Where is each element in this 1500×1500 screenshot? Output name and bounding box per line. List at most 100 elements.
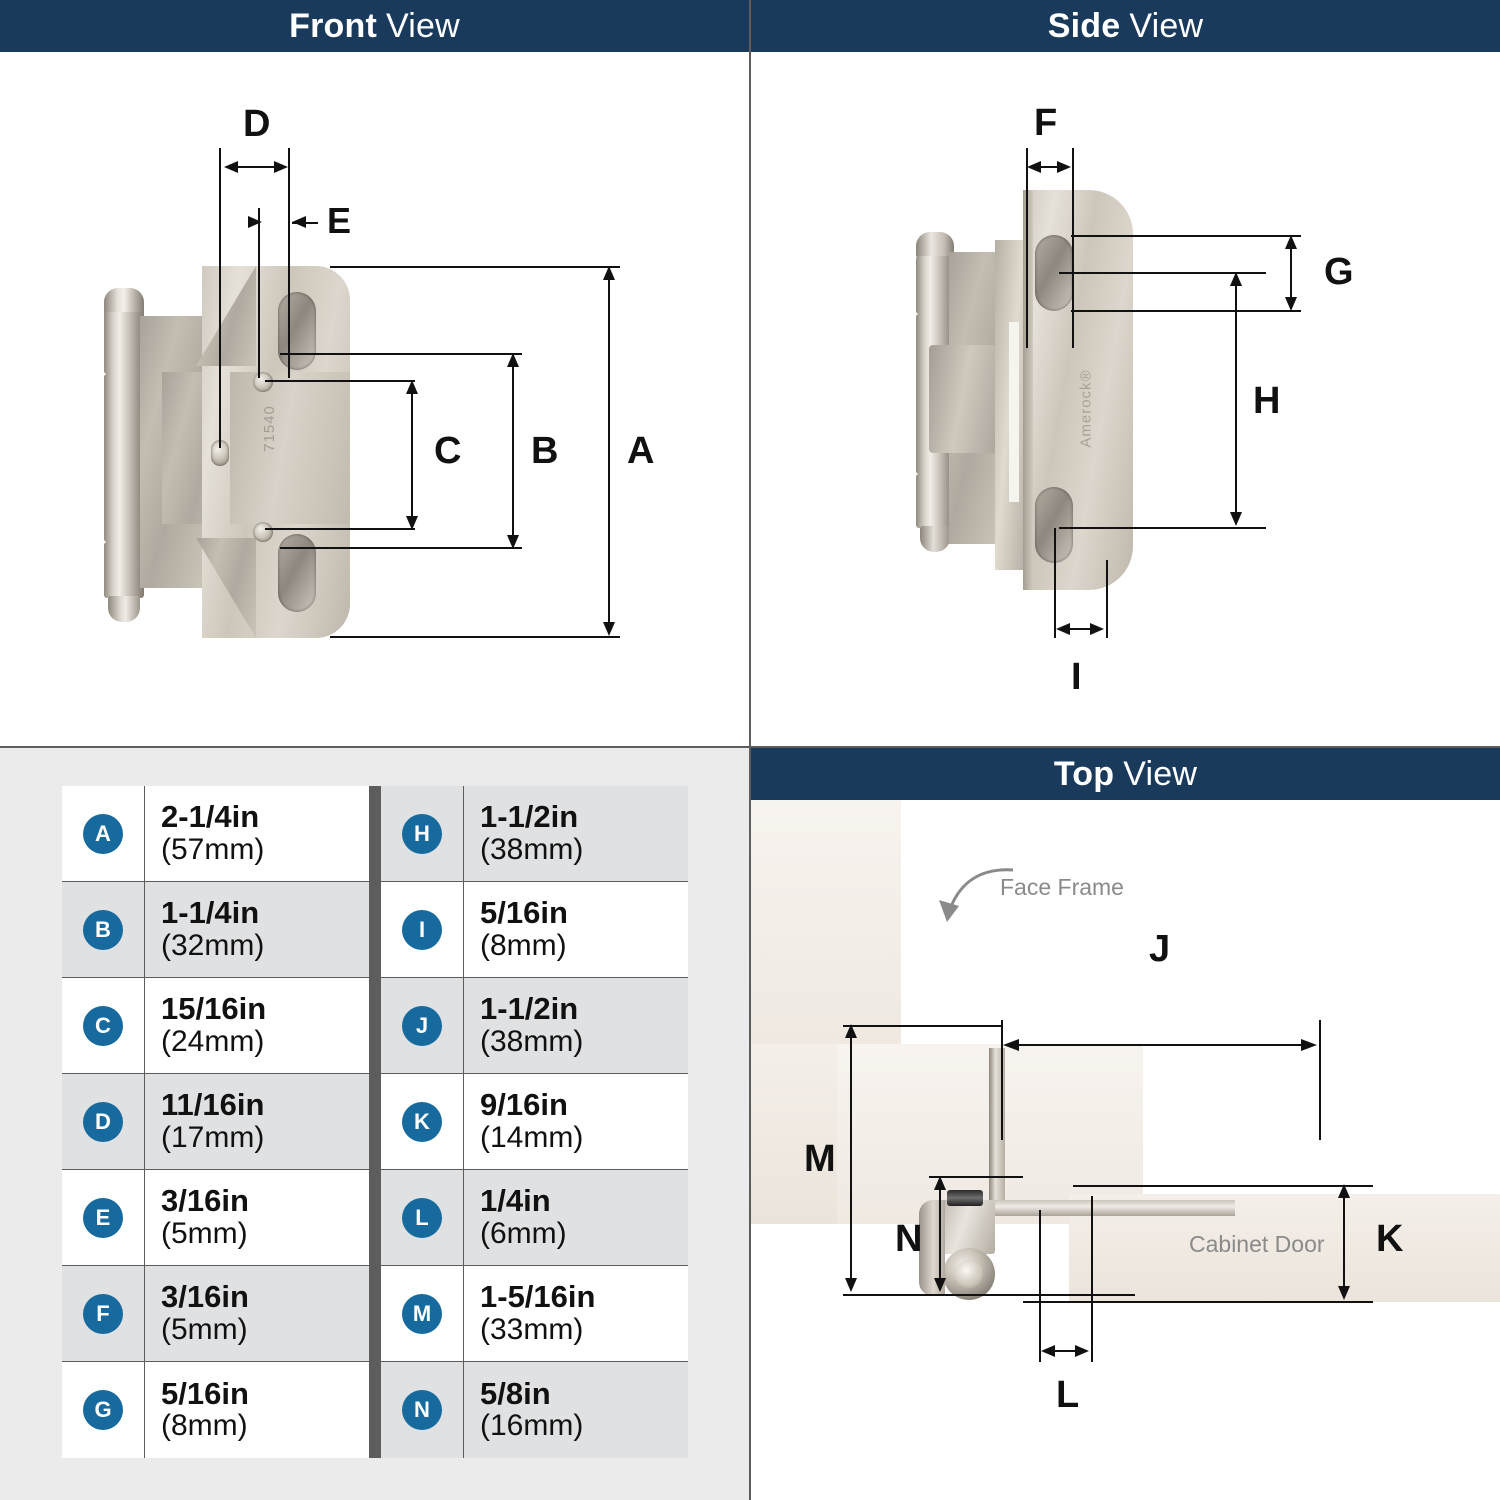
dim-label-G: G <box>1324 251 1354 293</box>
dim-F-line <box>1032 166 1066 168</box>
spec-value-cell: 9/16in(14mm) <box>464 1089 583 1154</box>
spec-value-cell: 1-1/2in(38mm) <box>464 801 583 866</box>
dim-F-arrows <box>1027 161 1071 173</box>
spec-value-inches: 1-5/16in <box>480 1279 596 1315</box>
hinge-screwhole-upper <box>253 372 273 392</box>
top-hinge-barrel-inner <box>955 1260 983 1288</box>
spec-badge-m: M <box>402 1293 442 1334</box>
spec-badge-cell: D <box>62 1074 145 1169</box>
dim-K-line <box>1343 1192 1345 1296</box>
spec-value-inches: 5/8in <box>480 1375 551 1411</box>
spec-value-inches: 15/16in <box>161 991 267 1027</box>
spec-value-inches: 5/16in <box>480 895 568 931</box>
dim-D-arrows <box>224 161 288 173</box>
spec-value-mm: (5mm) <box>161 1312 248 1346</box>
dim-N-arrows <box>934 1176 946 1292</box>
dim-I-ext-left <box>1054 528 1056 638</box>
dim-label-L: L <box>1056 1374 1080 1416</box>
panel-top-view: Top View Face Frame Cabinet Door <box>751 748 1500 1500</box>
spec-value-cell: 5/8in(16mm) <box>464 1378 583 1443</box>
dim-I-arrows <box>1056 623 1104 635</box>
hinge-barrel-upper <box>104 312 144 374</box>
spec-table-row: D 11/16in(17mm) <box>62 1074 369 1170</box>
spec-value-inches: 1/4in <box>480 1183 551 1219</box>
spec-badge-c: C <box>83 1005 123 1046</box>
side-connector-highlight <box>1009 322 1019 502</box>
spec-value-cell: 1-1/4in(32mm) <box>145 897 264 962</box>
dim-J-arrows <box>1003 1039 1317 1051</box>
spec-badge-cell: H <box>381 786 464 881</box>
dim-B-ext-bot <box>280 547 522 549</box>
spec-table-row: C 15/16in(24mm) <box>62 978 369 1074</box>
dim-H-ext-top <box>1059 272 1266 274</box>
spec-value-inches: 11/16in <box>161 1087 265 1123</box>
spec-badge-g: G <box>83 1390 123 1430</box>
dim-J-line <box>1011 1044 1311 1046</box>
side-barrel-lower <box>916 474 954 528</box>
spec-badge-cell: C <box>62 978 145 1073</box>
spec-value-cell: 5/16in(8mm) <box>145 1378 249 1443</box>
dim-label-M: M <box>804 1138 836 1180</box>
spec-badge-cell: I <box>381 882 464 977</box>
spec-badge-cell: F <box>62 1266 145 1361</box>
spec-value-mm: (17mm) <box>161 1120 265 1154</box>
dim-J-ext-right <box>1319 1020 1321 1140</box>
cabinet-side-panel <box>751 800 901 1044</box>
side-face-plate-edge <box>1023 190 1033 590</box>
side-view-title-bar: Side View <box>751 0 1500 52</box>
dim-I-ext-right <box>1106 560 1108 638</box>
spec-value-cell: 15/16in(24mm) <box>145 993 266 1058</box>
side-brand-etch: Amerock® <box>1077 369 1095 448</box>
hinge-part-number-etch: 71540 <box>260 405 278 452</box>
side-pin-bottom <box>920 526 950 552</box>
front-view-title-strong: Front <box>289 6 377 45</box>
side-view-title-strong: Side <box>1047 6 1121 45</box>
dim-M-ext-bot <box>843 1294 1135 1296</box>
dim-H-ext-bot <box>1059 527 1266 529</box>
dim-C-line <box>411 386 413 524</box>
dim-M-line <box>850 1032 852 1290</box>
dim-D-ext-left <box>219 148 221 448</box>
dim-L-ext-right <box>1091 1196 1093 1362</box>
horizontal-panel-divider <box>0 746 1500 748</box>
hinge-spring-tab <box>158 410 194 484</box>
spec-value-inches: 3/16in <box>161 1183 249 1219</box>
spec-badge-cell: G <box>62 1362 145 1458</box>
spec-badge-a: A <box>83 813 123 854</box>
spec-value-inches: 9/16in <box>480 1087 568 1123</box>
dim-E-ext-left <box>258 208 260 378</box>
dim-F-ext-left <box>1026 148 1028 348</box>
hinge-slot-upper <box>278 292 316 370</box>
dim-C-ext-top <box>265 380 415 382</box>
dim-I-line <box>1060 628 1100 630</box>
hinge-screwhole-lower <box>253 522 273 542</box>
dim-K-ext-bot <box>1023 1301 1373 1303</box>
dim-N-ext-top <box>929 1176 1023 1178</box>
cabinet-door-label: Cabinet Door <box>1189 1231 1325 1257</box>
spec-value-mm: (38mm) <box>480 1024 584 1058</box>
spec-value-cell: 5/16in(8mm) <box>464 897 568 962</box>
spec-value-inches: 1-1/4in <box>161 895 260 931</box>
dim-F-ext-right <box>1072 148 1074 348</box>
dim-label-A: A <box>627 430 655 472</box>
dim-L-line <box>1045 1350 1085 1352</box>
hinge-barrel-middle <box>104 374 144 542</box>
face-frame-leader-arrow <box>939 868 1014 922</box>
dim-label-C: C <box>434 430 462 472</box>
spec-value-mm: (24mm) <box>161 1024 265 1058</box>
spec-value-mm: (14mm) <box>480 1120 584 1154</box>
spec-value-inches: 1-1/2in <box>480 799 579 835</box>
dim-label-E: E <box>327 200 352 241</box>
dim-E-arrows <box>248 216 306 228</box>
dim-label-F: F <box>1034 102 1058 144</box>
dim-N-line <box>939 1184 941 1290</box>
spec-value-mm: (57mm) <box>161 832 265 866</box>
front-view-title-light: View <box>385 6 460 45</box>
face-frame-label: Face Frame <box>1000 874 1124 900</box>
dim-A-ext-bot <box>330 636 620 638</box>
